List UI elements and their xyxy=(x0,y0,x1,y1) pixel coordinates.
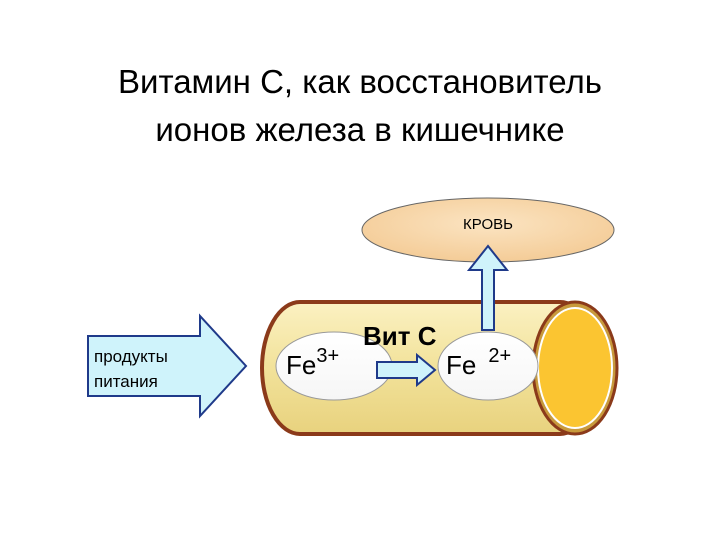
up-arrow xyxy=(466,244,510,331)
food-arrow xyxy=(87,313,248,419)
fe2-cell xyxy=(437,331,539,401)
fe3-label: Fe3+ xyxy=(286,345,339,380)
title-line-1: Витамин С, как восстановитель xyxy=(118,63,602,100)
food-label: продукты питания xyxy=(94,347,173,391)
fe3-charge: 3+ xyxy=(316,345,339,367)
fe2-base: Fe xyxy=(446,350,476,380)
food-label-line-1: продукты xyxy=(94,347,168,366)
tube-end-cross-section xyxy=(531,300,619,436)
reduction-arrow xyxy=(376,352,437,388)
blood-label: КРОВЬ xyxy=(463,216,513,233)
food-label-line-2: питания xyxy=(94,372,158,391)
fe2-charge: 2+ xyxy=(488,345,511,367)
page-title: Витамин С, как восстановитель ионов желе… xyxy=(0,58,720,154)
fe2-label: Fe 2+ xyxy=(446,345,511,380)
fe3-base: Fe xyxy=(286,350,316,380)
title-line-2: ионов железа в кишечнике xyxy=(155,111,565,148)
reducer-label: Вит С xyxy=(363,321,437,351)
